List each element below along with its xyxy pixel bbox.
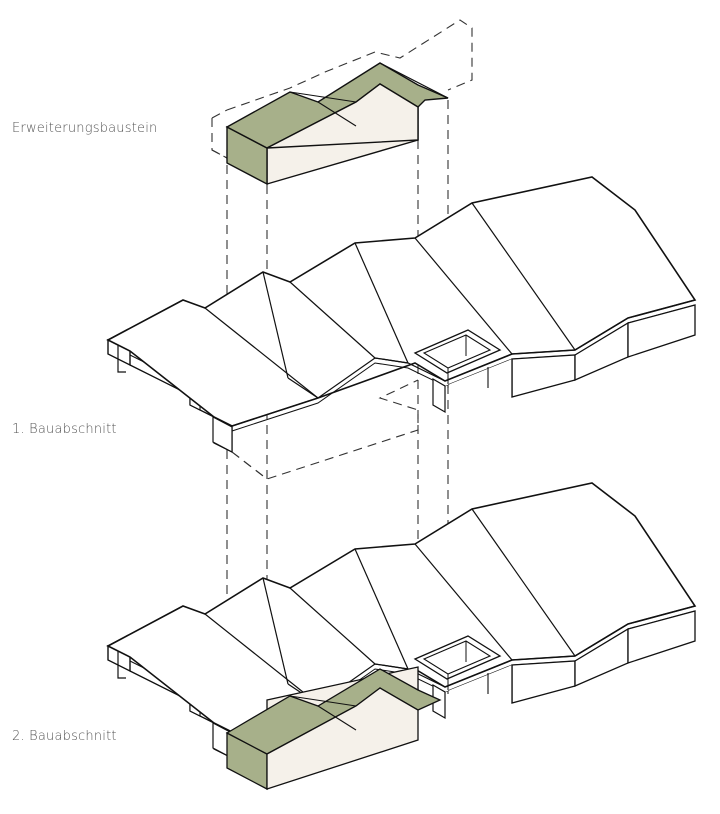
stage1-label: 1. Bauabschnitt bbox=[12, 422, 117, 437]
extension-module bbox=[211, 19, 473, 186]
stage2-label: 2. Bauabschnitt bbox=[12, 729, 117, 744]
extension-module-label: Erweiterungsbaustein bbox=[12, 121, 158, 136]
stage1-building bbox=[107, 176, 696, 453]
stage1-extension-outline bbox=[231, 379, 419, 480]
stage2-extension-block bbox=[225, 666, 442, 791]
